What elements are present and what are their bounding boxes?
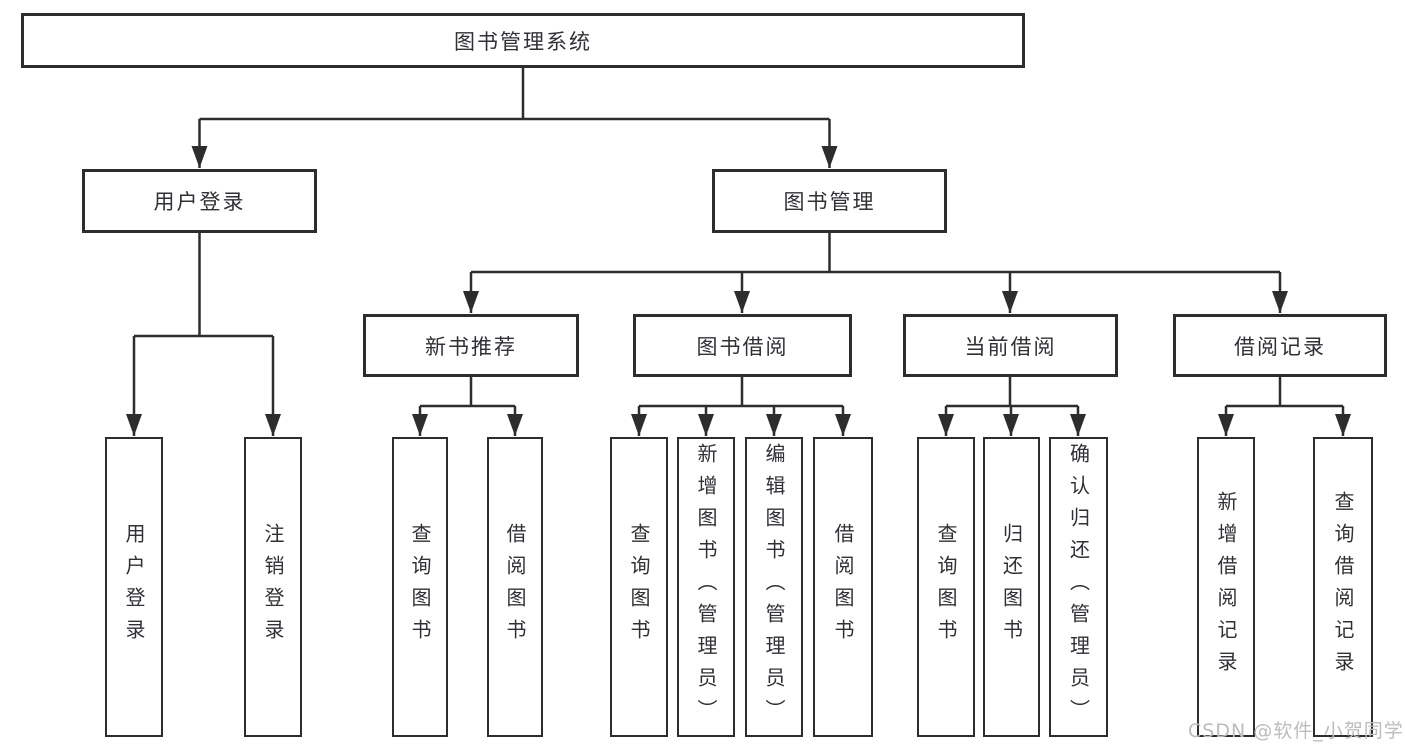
node-label: 图书借阅 bbox=[696, 334, 789, 359]
leaf-label: 查询图书 bbox=[934, 523, 958, 651]
node-label: 图书管理系统 bbox=[454, 29, 592, 54]
leaf-label: 新增图书（管理员） bbox=[694, 443, 718, 731]
leaf-label: 借阅图书 bbox=[831, 523, 855, 651]
node-label: 当前借阅 bbox=[964, 334, 1057, 359]
leaf-return-book: 归还图书 bbox=[983, 437, 1040, 737]
leaf-label: 新增借阅记录 bbox=[1214, 491, 1238, 683]
leaf-borrow-book: 借阅图书 bbox=[813, 437, 873, 737]
node-library-management-system: 图书管理系统 bbox=[21, 13, 1025, 68]
leaf-add-borrow-record: 新增借阅记录 bbox=[1197, 437, 1255, 737]
node-new-book-recommend: 新书推荐 bbox=[363, 314, 579, 377]
leaf-edit-book-admin: 编辑图书（管理员） bbox=[745, 437, 803, 737]
leaf-label: 借阅图书 bbox=[503, 523, 527, 651]
leaf-label: 查询借阅记录 bbox=[1331, 491, 1355, 683]
leaf-add-book-admin: 新增图书（管理员） bbox=[677, 437, 735, 737]
leaf-query-book-recommend: 查询图书 bbox=[392, 437, 448, 737]
leaf-label: 注销登录 bbox=[261, 523, 285, 651]
leaf-borrow-book-recommend: 借阅图书 bbox=[487, 437, 543, 737]
node-label: 用户登录 bbox=[153, 190, 246, 214]
node-book-borrow: 图书借阅 bbox=[633, 314, 852, 377]
connector-current-borrow bbox=[938, 377, 1086, 436]
connector-root bbox=[191, 68, 838, 168]
leaf-query-book-borrow: 查询图书 bbox=[610, 437, 668, 737]
leaf-label: 查询图书 bbox=[408, 523, 432, 651]
node-label: 图书管理 bbox=[783, 190, 876, 214]
leaf-user-login: 用户登录 bbox=[105, 437, 163, 737]
leaf-query-book-current: 查询图书 bbox=[917, 437, 975, 737]
connector-borrow-record bbox=[1218, 377, 1351, 436]
leaf-label: 确认归还（管理员） bbox=[1066, 443, 1091, 731]
leaf-confirm-return-admin: 确认归还（管理员） bbox=[1049, 437, 1108, 737]
leaf-label: 查询图书 bbox=[627, 523, 651, 651]
node-label: 借阅记录 bbox=[1234, 334, 1326, 359]
node-user-login: 用户登录 bbox=[82, 169, 317, 233]
connector-user-login bbox=[126, 233, 281, 436]
connector-book-management bbox=[463, 233, 1288, 313]
node-current-borrow: 当前借阅 bbox=[903, 314, 1118, 377]
csdn-watermark: CSDN @软件_小贺同学 bbox=[1188, 720, 1404, 742]
leaf-label: 用户登录 bbox=[122, 523, 146, 651]
leaf-label: 归还图书 bbox=[999, 523, 1024, 651]
leaf-query-borrow-record: 查询借阅记录 bbox=[1313, 437, 1373, 737]
node-book-management: 图书管理 bbox=[712, 169, 947, 233]
connector-new-book-recommend bbox=[412, 377, 523, 436]
node-borrow-record: 借阅记录 bbox=[1173, 314, 1387, 377]
leaf-logout: 注销登录 bbox=[244, 437, 302, 737]
connector-book-borrow bbox=[631, 377, 851, 436]
leaf-label: 编辑图书（管理员） bbox=[762, 443, 786, 731]
node-label: 新书推荐 bbox=[425, 334, 517, 359]
